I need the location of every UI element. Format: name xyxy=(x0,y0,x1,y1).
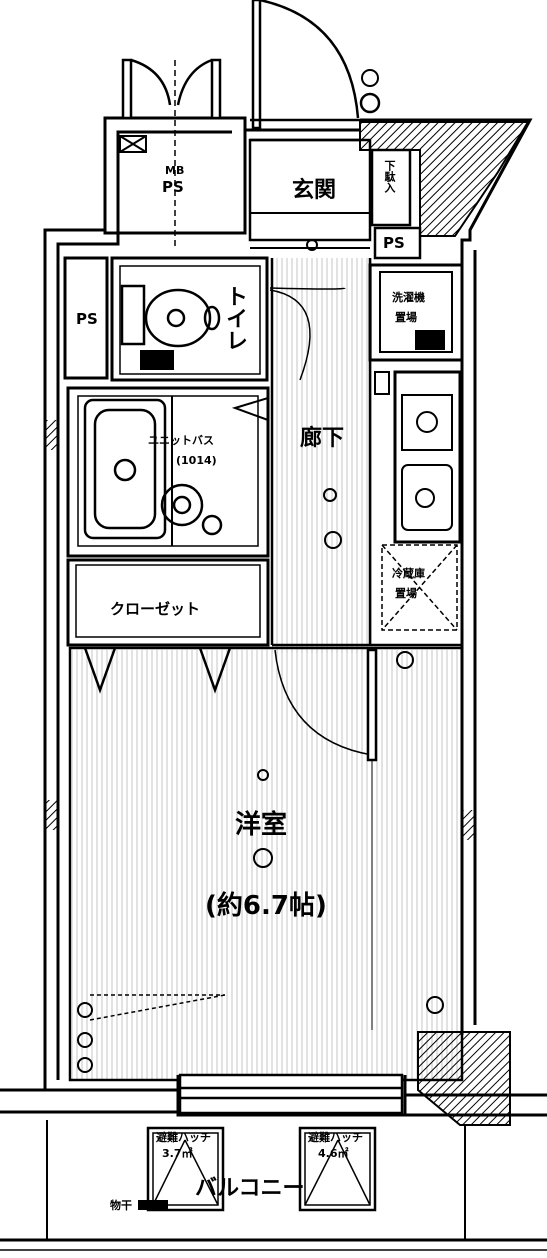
ceiling-light-icon xyxy=(253,848,273,868)
shoe-box-label: 下駄入 xyxy=(383,160,396,193)
wash-basin-icon xyxy=(160,483,223,536)
bathtub-icon xyxy=(83,398,167,540)
hatched-wall-right xyxy=(462,810,475,840)
kitchen-counter xyxy=(393,370,462,544)
toilet-room xyxy=(110,256,269,382)
sink-icon xyxy=(401,464,453,531)
room-size-label: (約6.7帖) xyxy=(205,891,327,921)
toilet-icon xyxy=(120,284,221,348)
hatch-right xyxy=(298,1126,377,1212)
shoe-box xyxy=(370,148,412,227)
corridor-floor xyxy=(272,258,372,653)
ps-right-label: PS xyxy=(383,234,405,252)
hatch-left xyxy=(146,1126,225,1212)
ps-left-label: PS xyxy=(76,310,98,328)
mbps-doors xyxy=(121,58,222,120)
doorbell-icon xyxy=(359,92,381,114)
toilet-label: トイレ xyxy=(222,285,247,351)
bath-size-label: (1014) xyxy=(176,454,217,467)
entrance-label: 玄関 xyxy=(292,178,337,203)
hatched-wall-left-2 xyxy=(45,800,58,830)
toilet-door xyxy=(269,287,346,290)
mbps-meter-icon xyxy=(119,135,147,153)
stove-icon xyxy=(401,394,453,451)
hatch-right-label-1: 避難ハッチ xyxy=(308,1131,363,1144)
unit-bath-label: ユニットバス xyxy=(148,434,214,447)
closet-doors xyxy=(83,647,232,694)
closet-label: クローゼット xyxy=(110,600,201,618)
room-floor xyxy=(72,650,458,1080)
balcony-label: バルコニー xyxy=(195,1176,305,1201)
washer-label-1: 洗濯機 xyxy=(392,291,425,304)
ps-right-box xyxy=(373,226,422,260)
washer-label-2: 置場 xyxy=(395,311,417,324)
fridge-label-2: 置場 xyxy=(395,587,417,600)
balcony-window xyxy=(178,1073,404,1115)
mbps-label-ps: PS xyxy=(162,178,184,196)
hatch-right-label-2: 4.6㎡ xyxy=(318,1147,349,1160)
hatch-left-label-1: 避難ハッチ xyxy=(156,1131,211,1144)
room-door xyxy=(274,649,373,756)
corridor-label: 廊下 xyxy=(300,426,345,451)
fridge-label-1: 冷蔵庫 xyxy=(392,567,425,580)
hatch-left-label-2: 3.7㎡ xyxy=(162,1147,193,1160)
handrail-label: 物干 xyxy=(110,1199,132,1212)
unit-bath-room xyxy=(66,386,270,558)
ps-left-box xyxy=(63,256,109,380)
hatched-wall-bottom xyxy=(417,1031,511,1126)
room-label: 洋室 xyxy=(235,810,288,840)
entrance-door xyxy=(250,0,360,142)
hatched-wall-left-1 xyxy=(45,420,58,450)
mbps-label-mb: MB xyxy=(165,164,185,177)
intercom-icon xyxy=(361,69,379,87)
aircon-icon xyxy=(89,994,226,1021)
closet-box xyxy=(66,558,270,647)
